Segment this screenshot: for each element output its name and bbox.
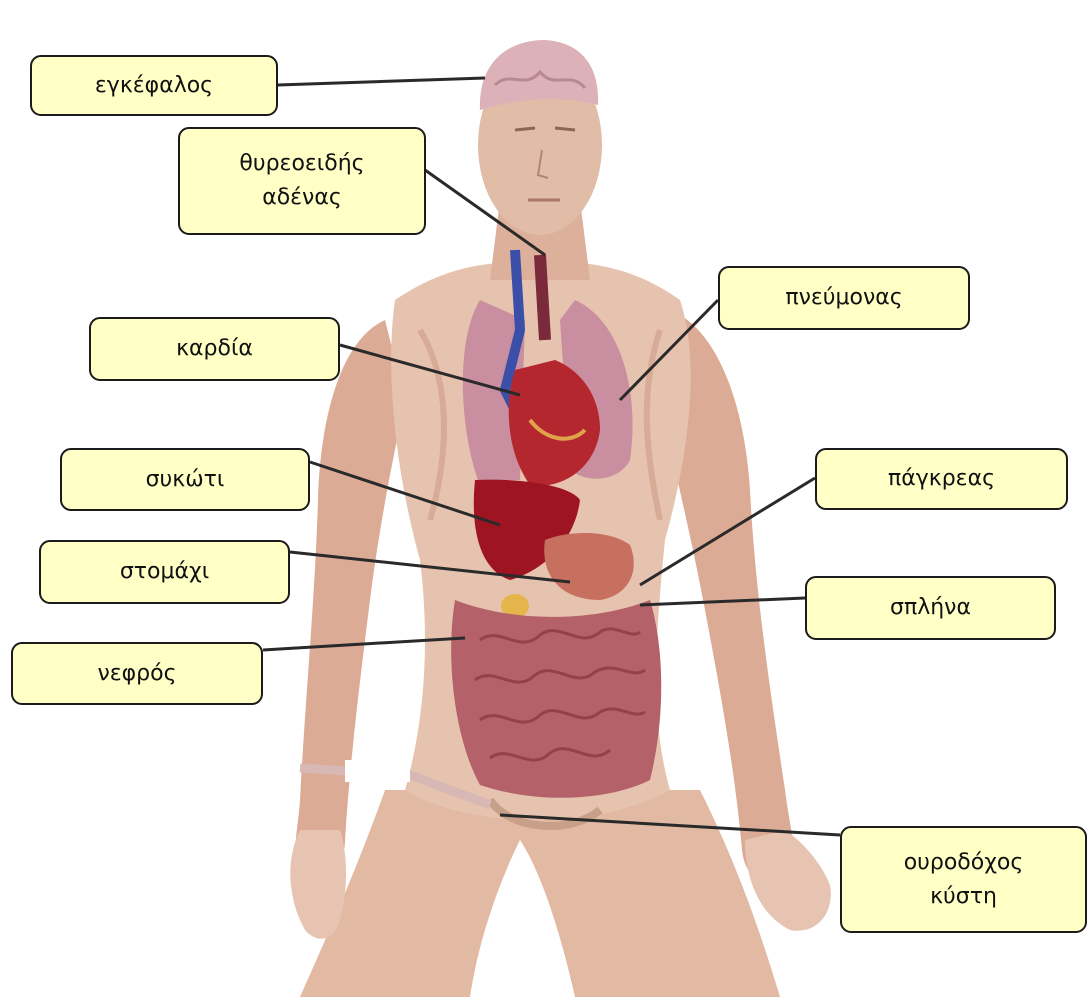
label-heart: καρδία [89,317,340,381]
leader-brain [278,78,485,85]
legs [300,790,780,997]
label-brain: εγκέφαλος [30,55,278,116]
label-lung: πνεύμονας [718,266,970,330]
label-thyroid: θυρεοειδής αδένας [178,127,426,235]
label-bladder: ουροδόχος κύστη [840,826,1087,933]
label-kidney: νεφρός [11,642,263,705]
right-hand [745,830,831,931]
label-stomach: στομάχι [39,540,290,604]
label-spleen: σπλήνα [805,576,1056,640]
left-hand [290,830,346,939]
label-liver: συκώτι [60,448,310,511]
label-pancreas: πάγκρεας [815,448,1068,510]
